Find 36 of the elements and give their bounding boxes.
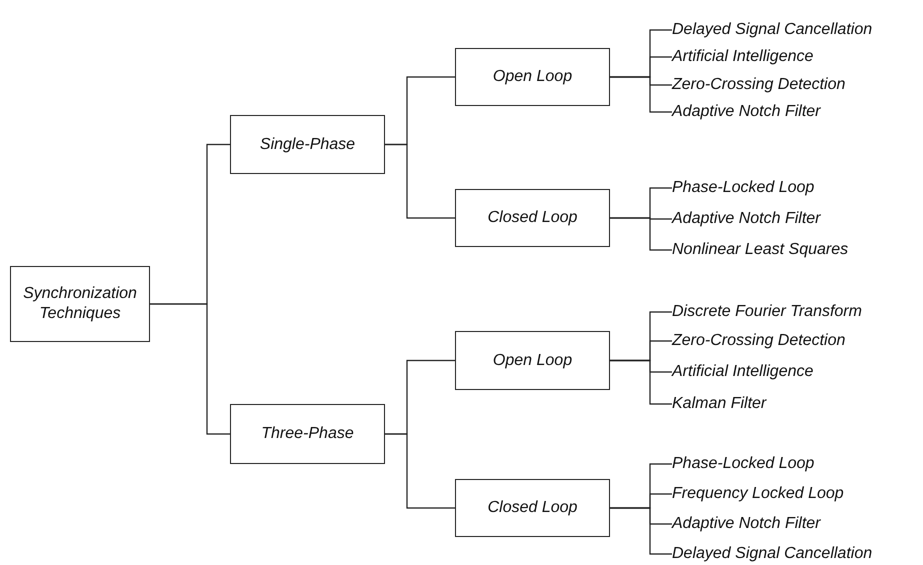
- method-label: Adaptive Notch Filter: [672, 208, 821, 230]
- category-label: Closed Loop: [488, 208, 578, 228]
- category-label: Synchronization Techniques: [22, 284, 138, 324]
- category-box: [455, 189, 610, 247]
- category-box: [230, 404, 385, 464]
- method-label: Phase-Locked Loop: [672, 177, 814, 199]
- method-label: Discrete Fourier Transform: [672, 301, 862, 323]
- category-label: Three-Phase: [261, 424, 354, 444]
- method-label: Adaptive Notch Filter: [672, 101, 821, 123]
- method-label: Zero-Crossing Detection: [672, 74, 846, 96]
- method-label: Phase-Locked Loop: [672, 453, 814, 475]
- method-label: Kalman Filter: [672, 393, 766, 415]
- method-label: Adaptive Notch Filter: [672, 513, 821, 535]
- category-box: [455, 331, 610, 390]
- connector-line: [385, 144, 455, 219]
- connector-line: [610, 76, 672, 113]
- method-label: Delayed Signal Cancellation: [672, 19, 872, 41]
- category-label: Open Loop: [492, 67, 572, 87]
- category-box: [10, 266, 150, 342]
- category-label: Open Loop: [492, 350, 572, 370]
- category-box: [455, 479, 610, 537]
- method-label: Artificial Intelligence: [672, 361, 814, 383]
- method-label: Artificial Intelligence: [672, 46, 814, 68]
- category-box: [455, 48, 610, 106]
- method-label: Nonlinear Least Squares: [672, 239, 848, 261]
- connector-line: [610, 217, 672, 251]
- category-box: [230, 115, 385, 174]
- connector-line: [150, 303, 230, 435]
- method-label: Frequency Locked Loop: [672, 483, 844, 505]
- connector-line: [610, 507, 672, 555]
- method-label: Zero-Crossing Detection: [672, 330, 846, 352]
- connector-line: [385, 433, 455, 509]
- connector-line: [610, 360, 672, 405]
- method-label: Delayed Signal Cancellation: [672, 543, 872, 565]
- category-label: Single-Phase: [260, 134, 356, 154]
- category-label: Closed Loop: [488, 498, 578, 518]
